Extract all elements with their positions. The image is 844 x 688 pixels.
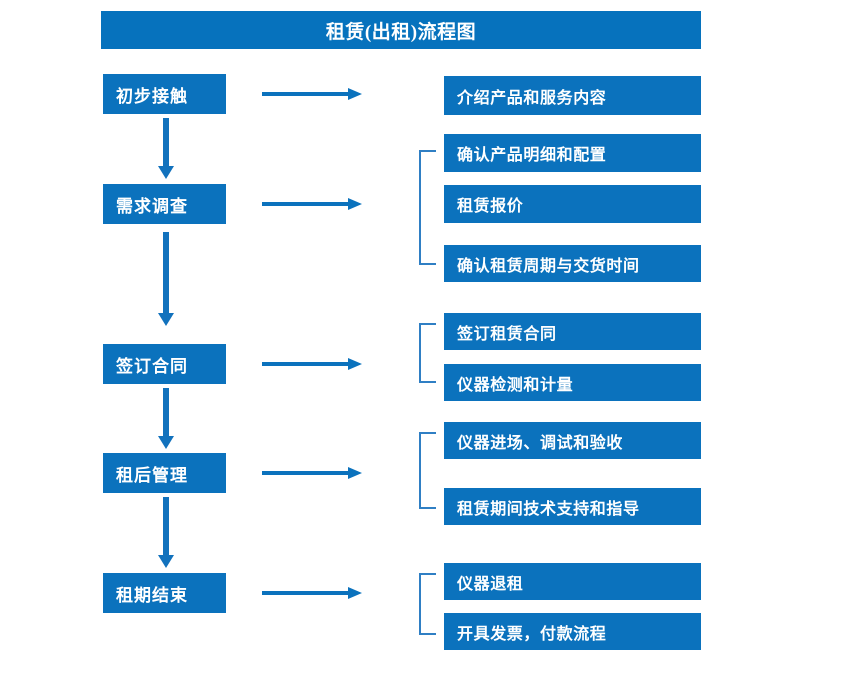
arrow-right-icon-5	[262, 586, 362, 600]
stage-label-4: 租后管理	[116, 465, 188, 485]
page-title: 租赁(出租)流程图	[101, 11, 701, 49]
detail-box-4-2[interactable]: 租赁期间技术支持和指导	[444, 488, 701, 525]
detail-label-4-1: 仪器进场、调试和验收	[457, 434, 624, 452]
detail-label-1-1: 介绍产品和服务内容	[457, 89, 607, 107]
detail-label-2-2: 租赁报价	[457, 198, 524, 215]
detail-box-4-1[interactable]: 仪器进场、调试和验收	[444, 422, 701, 459]
detail-label-2-1: 确认产品明细和配置	[457, 147, 607, 164]
arrow-right-icon-2	[262, 197, 362, 211]
stage-box-1[interactable]: 初步接触	[103, 74, 226, 114]
group-bracket-3	[419, 323, 436, 383]
stage-box-5[interactable]: 租期结束	[103, 573, 226, 613]
detail-label-3-1: 签订租赁合同	[457, 325, 557, 343]
group-bracket-5	[419, 573, 436, 635]
arrow-down-icon-2	[157, 232, 175, 327]
arrow-right-icon-4	[262, 466, 362, 480]
detail-box-3-2[interactable]: 仪器检测和计量	[444, 364, 701, 401]
detail-box-2-1[interactable]: 确认产品明细和配置	[444, 134, 701, 172]
detail-label-4-2: 租赁期间技术支持和指导	[457, 500, 640, 518]
detail-box-3-1[interactable]: 签订租赁合同	[444, 313, 701, 350]
stage-box-2[interactable]: 需求调查	[103, 184, 226, 224]
stage-label-3: 签订合同	[116, 356, 188, 376]
detail-label-5-2: 开具发票，付款流程	[457, 625, 607, 643]
arrow-right-icon-3	[262, 357, 362, 371]
stage-label-2: 需求调查	[116, 196, 188, 216]
detail-label-3-2: 仪器检测和计量	[457, 376, 574, 394]
stage-label-1: 初步接触	[116, 86, 188, 106]
detail-label-5-1: 仪器退租	[457, 575, 524, 593]
detail-box-5-1[interactable]: 仪器退租	[444, 563, 701, 600]
stage-label-5: 租期结束	[116, 585, 188, 605]
stage-box-4[interactable]: 租后管理	[103, 453, 226, 493]
detail-box-1-1[interactable]: 介绍产品和服务内容	[444, 76, 701, 115]
arrow-down-icon-1	[157, 118, 175, 180]
arrow-right-icon-1	[262, 87, 362, 101]
group-bracket-2	[419, 150, 436, 265]
detail-box-2-3[interactable]: 确认租赁周期与交货时间	[444, 245, 701, 282]
arrow-down-icon-3	[157, 388, 175, 450]
arrow-down-icon-4	[157, 497, 175, 569]
detail-box-5-2[interactable]: 开具发票，付款流程	[444, 613, 701, 650]
detail-label-2-3: 确认租赁周期与交货时间	[457, 257, 640, 275]
group-bracket-4	[419, 432, 436, 509]
stage-box-3[interactable]: 签订合同	[103, 344, 226, 384]
detail-box-2-2[interactable]: 租赁报价	[444, 185, 701, 223]
